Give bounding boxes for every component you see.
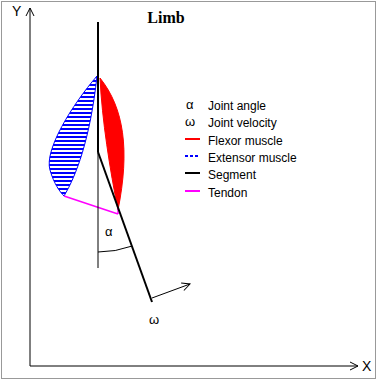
y-axis bbox=[30, 8, 31, 366]
legend-sample bbox=[184, 183, 202, 197]
legend-symbol: ω bbox=[185, 114, 195, 129]
legend-row: Joint velocity bbox=[184, 113, 253, 128]
label-holder: α bbox=[105, 222, 113, 240]
velocity-arrow bbox=[152, 284, 190, 298]
extensor-muscle bbox=[49, 76, 97, 196]
legend-row: Flexor muscle bbox=[184, 131, 259, 146]
legend-row: Joint angle bbox=[184, 96, 242, 111]
legend-symbol: α bbox=[186, 97, 194, 112]
legend-line bbox=[185, 190, 200, 192]
angle-arc bbox=[98, 246, 132, 252]
legend-line bbox=[185, 155, 200, 157]
label-holder: X bbox=[362, 357, 371, 375]
legend-text: Flexor muscle bbox=[208, 134, 283, 148]
legend-row: Extensor muscle bbox=[184, 148, 273, 163]
legend-text: Joint velocity bbox=[208, 116, 277, 130]
angle-symbol: α bbox=[105, 224, 113, 239]
legend-text: Extensor muscle bbox=[208, 151, 297, 165]
upper-segment bbox=[97, 22, 99, 152]
legend-text: Tendon bbox=[208, 186, 247, 200]
legend-sample bbox=[184, 131, 202, 145]
axis-label: Y bbox=[12, 3, 21, 19]
legend-line bbox=[185, 138, 200, 140]
tendon bbox=[64, 196, 118, 214]
legend-line bbox=[185, 172, 200, 174]
axis-label: X bbox=[362, 358, 371, 374]
legend-sample bbox=[184, 165, 202, 179]
legend-row: Segment bbox=[184, 165, 232, 180]
label-holder: Y bbox=[12, 2, 21, 20]
legend-text: Joint angle bbox=[208, 99, 266, 113]
lower-segment bbox=[98, 152, 152, 302]
velocity-symbol: ω bbox=[149, 312, 159, 327]
label-holder: ω bbox=[185, 112, 195, 130]
diagram-title: Limb bbox=[147, 9, 184, 26]
reference-line bbox=[98, 152, 99, 268]
x-axis bbox=[30, 366, 358, 367]
label-holder: ω bbox=[149, 310, 159, 328]
legend-text: Segment bbox=[208, 168, 256, 182]
title-holder: Limb bbox=[147, 9, 184, 27]
legend-row: Tendon bbox=[184, 183, 223, 198]
legend-sample bbox=[184, 148, 202, 162]
label-holder: α bbox=[186, 95, 194, 113]
